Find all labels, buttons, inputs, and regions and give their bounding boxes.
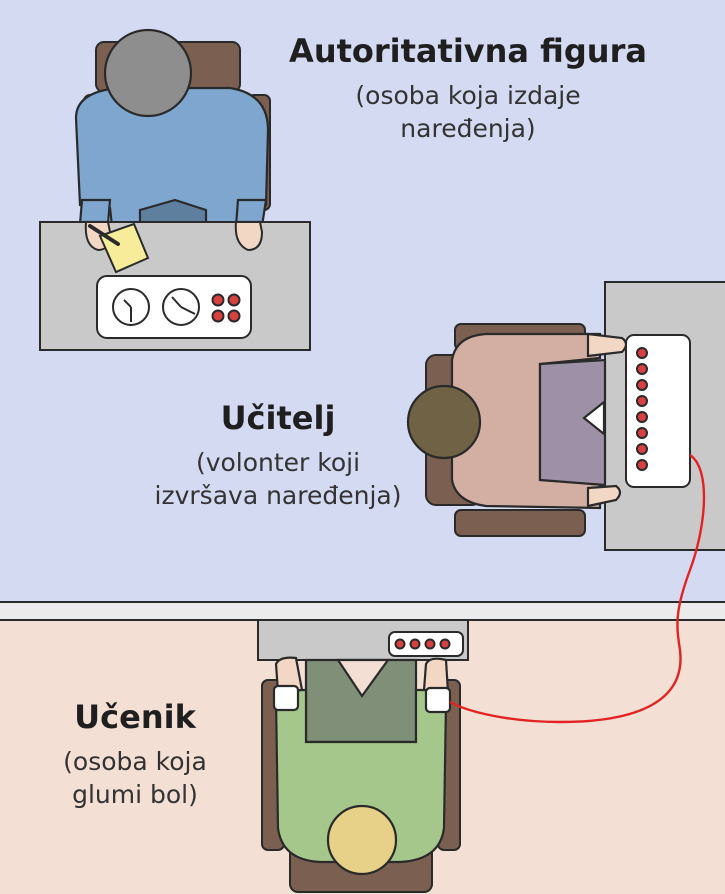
teacher-head: [406, 384, 482, 460]
shock-generator: [625, 334, 691, 488]
teacher-legs: [538, 358, 607, 487]
learner-desk: [257, 619, 469, 661]
learner-person: [272, 656, 452, 876]
clock-icon-right: [162, 288, 200, 326]
notepad: [98, 222, 150, 274]
authority-head: [103, 28, 193, 118]
authority-desk: [39, 221, 311, 351]
teacher-person: [406, 332, 628, 510]
right-electrode: [424, 686, 452, 714]
teacher-label: Učitelj (volonter koji izvršava naređenj…: [118, 398, 438, 512]
answer-box: [388, 631, 464, 657]
pen: [88, 224, 120, 246]
clock-icon-left: [112, 288, 150, 326]
authority-label: Autoritativna figura (osoba koja izdaje …: [268, 31, 668, 145]
learner-description-line2: glumi bol): [72, 780, 198, 809]
learner-title: Učenik: [74, 698, 196, 736]
teacher-description-line2: izvršava naređenja): [154, 481, 402, 510]
authority-title: Autoritativna figura: [289, 32, 647, 70]
teacher-description-line1: (volonter koji: [195, 448, 361, 477]
learner-head: [326, 804, 398, 876]
electric-cable: [449, 454, 706, 724]
teacher-desk: [604, 281, 725, 551]
left-electrode: [272, 684, 300, 712]
red-buttons-panel: [211, 293, 241, 323]
learner-description-line1: (osoba koja: [63, 747, 207, 776]
control-panel: [96, 275, 252, 339]
dividing-wall: [0, 601, 725, 621]
authority-description-line2: naređenja): [400, 114, 536, 143]
learner-label: Učenik (osoba koja glumi bol): [30, 697, 240, 811]
teacher-title: Učitelj: [220, 399, 336, 437]
authority-description-line1: (osoba koja izdaje: [355, 81, 581, 110]
